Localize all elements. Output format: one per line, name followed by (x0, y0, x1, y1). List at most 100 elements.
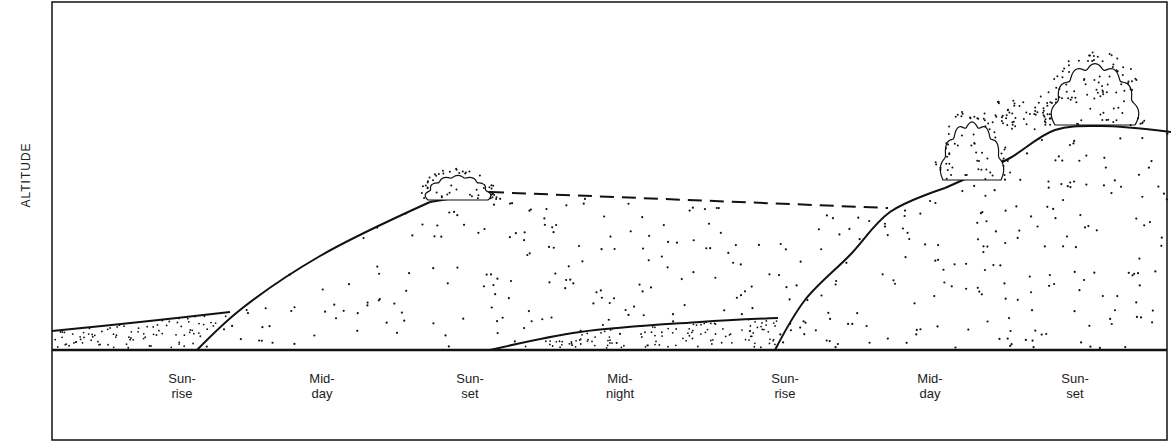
stipple-dot (675, 344, 677, 346)
stipple-dot (1066, 235, 1068, 237)
haze-dot (1014, 125, 1016, 127)
cloud-dot (456, 189, 458, 191)
cloud-dot (1083, 78, 1085, 80)
stipple-dot (609, 235, 611, 237)
stipple-dot (835, 280, 837, 282)
stipple-dot (754, 321, 756, 323)
stipple-dot (210, 322, 212, 324)
stipple-dot (132, 339, 134, 341)
cloud-dot (441, 196, 443, 198)
stipple-dot (982, 245, 984, 247)
stipple-dot (815, 329, 817, 331)
stipple-dot (977, 238, 979, 240)
cloud-dot (1142, 121, 1144, 123)
cloud-dot (1078, 60, 1080, 62)
cloud-dot (1122, 66, 1124, 68)
stipple-dot (265, 307, 267, 309)
stipple-dot (545, 208, 547, 210)
stipple-dot (732, 262, 734, 264)
cloud-dot (1096, 89, 1098, 91)
stipple-dot (138, 327, 140, 329)
stipple-dot (483, 228, 485, 230)
stipple-dot (654, 326, 656, 328)
stipple-dot (789, 298, 791, 300)
stipple-dot (749, 330, 751, 332)
cloud-dot (970, 117, 972, 119)
stipple-dot (1060, 183, 1062, 185)
stipple-dot (261, 340, 263, 342)
cloud-dot (1101, 119, 1103, 121)
stipple-dot (736, 297, 738, 299)
stipple-dot (1047, 180, 1049, 182)
cloud-dot (946, 178, 948, 180)
stipple-dot (943, 281, 945, 283)
stipple-dot (667, 328, 669, 330)
cloud-dot (1093, 59, 1095, 61)
stipple-dot (130, 331, 132, 333)
stipple-dot (740, 294, 742, 296)
stipple-dot (1078, 160, 1080, 162)
stipple-dot (741, 313, 743, 315)
stipple-dot (961, 190, 963, 192)
stipple-dot (258, 339, 260, 341)
cloud-dot (458, 172, 460, 174)
cloud-dot (983, 118, 985, 120)
cloud-dot (421, 192, 423, 194)
stipple-dot (627, 314, 629, 316)
stipple-dot (1148, 167, 1150, 169)
stipple-dot (166, 325, 168, 327)
stipple-dot (600, 248, 602, 250)
stipple-dot (578, 245, 580, 247)
stipple-dot (1139, 284, 1141, 286)
haze-dot (1013, 105, 1015, 107)
cloud-dot (985, 169, 987, 171)
cloud-dot (1089, 108, 1091, 110)
layer-boundaries (52, 51, 1171, 350)
stipple-dot (64, 344, 66, 346)
haze-dot (1006, 114, 1008, 116)
cloud-dot (1093, 55, 1095, 57)
stipple-dot (705, 331, 707, 333)
stipple-dot (692, 207, 694, 209)
stipple-dot (868, 220, 870, 222)
cloud-dot (960, 115, 962, 117)
stipple-dot (676, 242, 678, 244)
cloud-dot (957, 114, 959, 116)
stipple-dot (647, 345, 649, 347)
cloud-dot (935, 161, 937, 163)
cloud-dot (1043, 107, 1045, 109)
stipple-dot (884, 223, 886, 225)
stipple-dot (565, 204, 567, 206)
stipple-dot (919, 328, 921, 330)
stipple-dot (549, 340, 551, 342)
stipple-dot (378, 299, 380, 301)
stipple-dot (584, 198, 586, 200)
stipple-dot (851, 323, 853, 325)
stipple-dot (1120, 186, 1122, 188)
stipple-dot (692, 330, 694, 332)
stipple-dot (203, 324, 205, 326)
stipple-dot (579, 339, 581, 341)
stipple-dot (184, 334, 186, 336)
stipple-dot (177, 322, 179, 324)
stipple-dot (796, 284, 798, 286)
stipple-dot (1004, 242, 1006, 244)
cloud-dot (491, 196, 493, 198)
cloud-dot (947, 144, 949, 146)
stipple-dot (271, 342, 273, 344)
stipple-dot (1114, 309, 1116, 311)
stipple-dot (916, 329, 918, 331)
cloud-dot (984, 113, 986, 115)
stipple-dot (1062, 245, 1064, 247)
cloud-dot (945, 147, 947, 149)
cloud-dot (957, 144, 959, 146)
haze-dot (1012, 100, 1014, 102)
stipple-dot (1048, 285, 1050, 287)
cloud-dot (1109, 53, 1111, 55)
stipple-dot (494, 293, 496, 295)
stipple-dot (436, 224, 438, 226)
stipple-dot (509, 202, 511, 204)
stipple-dot (652, 326, 654, 328)
stipple-dot (1140, 316, 1142, 318)
stipple-dot (999, 264, 1001, 266)
